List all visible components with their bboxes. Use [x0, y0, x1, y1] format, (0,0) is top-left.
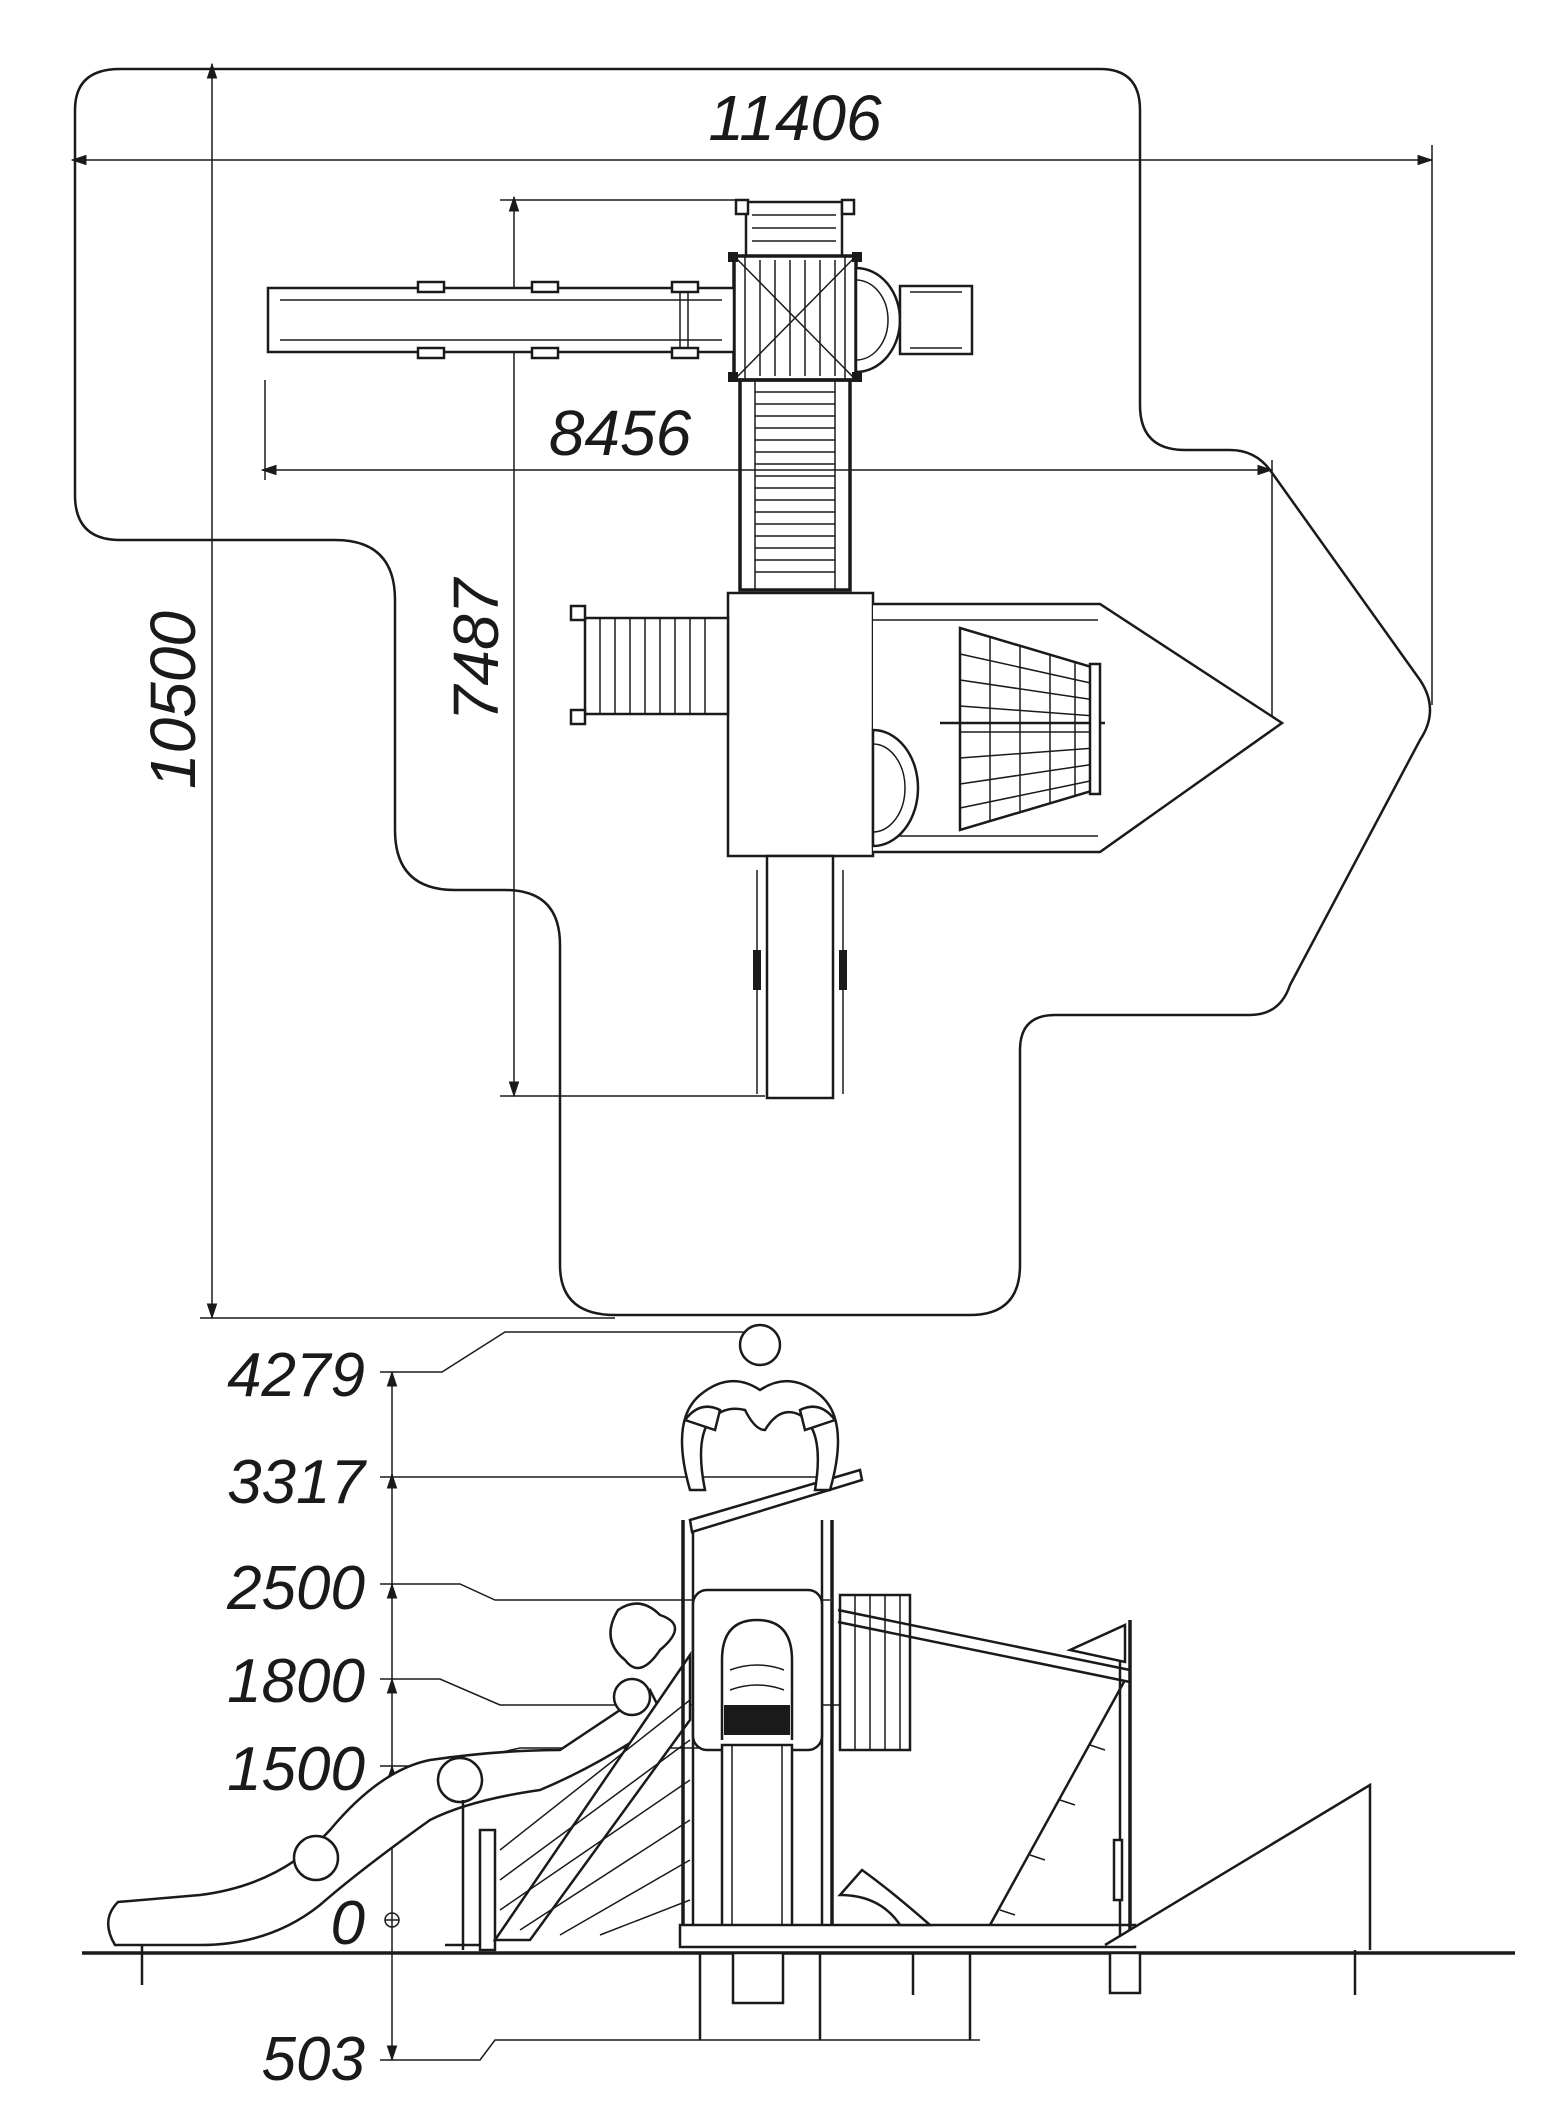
level-2500-label: 2500 [226, 1554, 365, 1623]
plan-lower-tube-slide [871, 728, 920, 848]
plan-top-ladder [734, 198, 856, 258]
level-3317-label: 3317 [227, 1448, 367, 1517]
dim-inner-depth: 7487 [440, 576, 512, 721]
plan-left-ladder [569, 604, 730, 726]
leader-4279 [380, 1331, 755, 1373]
elevation-dolphin-crown [680, 1323, 840, 1492]
safety-zone-outline [73, 67, 1432, 1317]
plan-view: 11406 8456 10500 7487 [70, 62, 1434, 1320]
plan-bridge [738, 378, 852, 592]
elevation-side-cage [838, 1593, 912, 1752]
level-503-label: 503 [262, 2025, 365, 2094]
elevation-main-tower [678, 1468, 1137, 2040]
level-4279-label: 4279 [227, 1341, 365, 1410]
plan-top-tower-deck [728, 252, 862, 382]
plan-bottom-slide [753, 854, 847, 1100]
elevation-view: 4279 3317 2500 1800 1500 0 503 [82, 1323, 1515, 2094]
dim-inner-width: 8456 [549, 397, 692, 469]
elevation-climbing-ramp [492, 1650, 692, 1942]
plan-long-slide [266, 280, 736, 360]
leader-503 [380, 2039, 980, 2061]
plan-right-tube-slide [854, 266, 974, 374]
elevation-wavy-slide [107, 1602, 677, 1985]
plan-ship-bow-net [873, 602, 1285, 854]
dim-overall-depth: 10500 [137, 611, 209, 789]
leader-2500 [380, 1583, 830, 1601]
level-1800-label: 1800 [227, 1647, 365, 1716]
level-1500-label: 1500 [227, 1735, 365, 1804]
elevation-mast-and-net [837, 1608, 1372, 1995]
dim-overall-width: 11406 [708, 82, 882, 154]
level-0-label: 0 [331, 1889, 365, 1958]
plan-lower-deck [726, 591, 875, 858]
